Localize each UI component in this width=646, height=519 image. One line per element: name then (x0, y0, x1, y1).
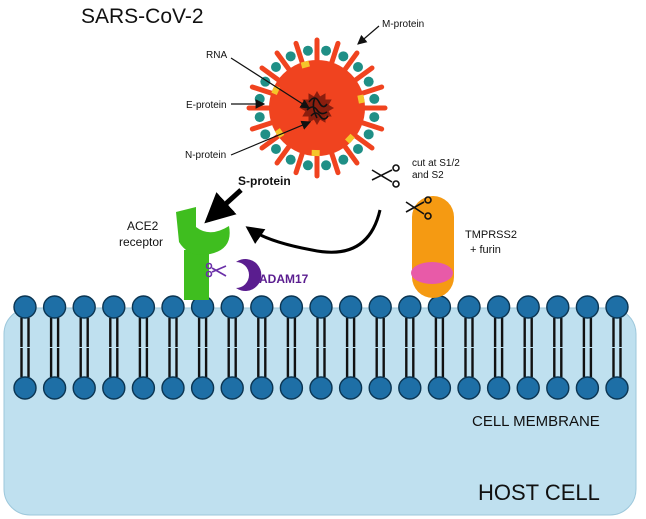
adam17-enzyme (205, 259, 262, 291)
host-cell-label: HOST CELL (478, 480, 600, 505)
m-protein-label: M-protein (382, 19, 424, 30)
cleavage-label-line2: and S2 (412, 170, 444, 181)
phospholipid (131, 295, 156, 400)
m-protein (321, 45, 332, 56)
m-protein (302, 45, 313, 56)
phospholipid (220, 295, 244, 400)
cell-membrane-label: CELL MEMBRANE (472, 413, 600, 430)
phospholipid (102, 295, 126, 400)
m-protein (363, 76, 374, 87)
adam17-scissors-icon (205, 262, 227, 278)
diagram-title: SARS-CoV-2 (81, 5, 204, 28)
cleavage-to-ace2-arrow (245, 209, 382, 254)
phospholipid (42, 295, 67, 400)
phospholipid (72, 295, 96, 400)
m-protein (270, 61, 281, 72)
ace2-label-line1: ACE2 (127, 219, 159, 233)
e-protein (357, 94, 365, 104)
phospholipid (398, 295, 422, 400)
m-protein (260, 76, 271, 87)
n-protein-pointer (230, 120, 312, 156)
phospholipid (338, 295, 363, 400)
e-protein (345, 133, 355, 144)
phospholipid (13, 295, 37, 400)
lipid-bilayer (13, 295, 629, 400)
phospholipid (516, 295, 540, 400)
adam17-label: ADAM17 (259, 272, 309, 286)
phospholipid (368, 295, 392, 400)
s2-scissors-icon (405, 196, 432, 220)
m-protein (321, 160, 332, 171)
m-protein (338, 51, 349, 62)
phospholipid (486, 295, 511, 400)
m-protein (369, 93, 380, 104)
phospholipid (279, 295, 304, 400)
m-protein (270, 144, 281, 155)
e-protein (274, 128, 285, 139)
rna-pointer (230, 57, 311, 109)
phospholipid (457, 295, 481, 400)
s-protein-label: S-protein (238, 174, 291, 188)
m-protein (260, 129, 271, 140)
tmprss2-protease (411, 196, 454, 298)
phospholipid (161, 295, 185, 400)
m-protein (353, 61, 364, 72)
phospholipid (575, 295, 600, 400)
e-protein (300, 60, 310, 69)
s-protein-binding-arrow (204, 188, 243, 224)
e-protein-label: E-protein (186, 100, 227, 111)
phospholipid (427, 295, 452, 400)
m-protein (285, 154, 296, 165)
phospholipid (605, 295, 629, 400)
phospholipid (309, 295, 333, 400)
s1-s2-scissors-icon (371, 164, 400, 188)
sars-cov-2-virion (246, 37, 388, 179)
m-protein (285, 51, 296, 62)
rna-strand (306, 97, 329, 120)
m-protein-pointer (357, 25, 380, 45)
e-protein (311, 149, 320, 157)
tmprss2-label-line1: TMPRSS2 (465, 229, 517, 241)
m-protein (353, 144, 364, 155)
m-protein (254, 93, 265, 104)
phospholipid (250, 295, 274, 400)
phospholipid (190, 295, 215, 400)
m-protein (363, 129, 374, 140)
m-protein (338, 154, 349, 165)
m-protein (254, 112, 265, 123)
phospholipid (546, 295, 570, 400)
tmprss2-label-line2: + furin (470, 244, 501, 256)
ace2-receptor (176, 207, 230, 300)
rna-label: RNA (206, 50, 227, 61)
cleavage-label-line1: cut at S1/2 (412, 158, 460, 169)
m-protein (302, 160, 313, 171)
n-protein-label: N-protein (185, 150, 226, 161)
ace2-label-line2: receptor (119, 235, 163, 249)
m-protein (369, 112, 380, 123)
